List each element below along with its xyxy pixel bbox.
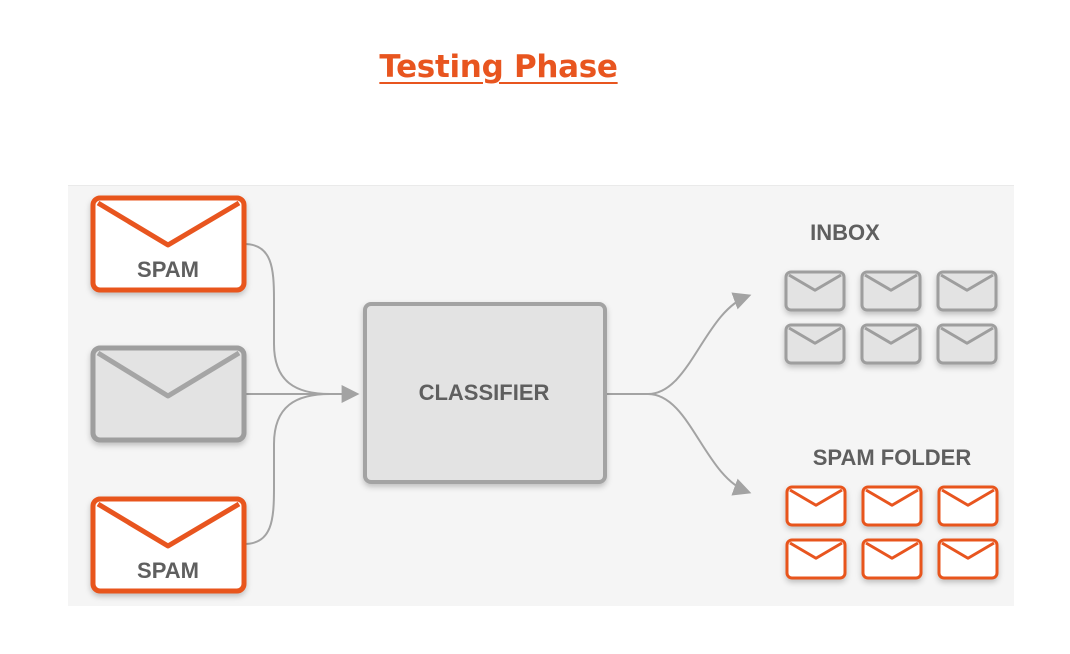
spam-envelope-icon — [785, 485, 847, 527]
inbox-envelope-icon — [860, 323, 922, 365]
input-email-spam-1: SPAM — [90, 195, 247, 293]
classifier-label: CLASSIFIER — [419, 380, 550, 405]
input-email-spam-2: SPAM — [90, 496, 247, 594]
connector-to-inbox-arrow — [606, 292, 752, 395]
spam-folder-label: SPAM FOLDER — [813, 445, 972, 470]
input-email-label: SPAM — [137, 257, 199, 282]
envelope-flap-icon — [96, 501, 241, 549]
inbox-envelope-icon — [936, 323, 998, 365]
spam-folder-grid — [785, 485, 999, 580]
inbox-grid — [784, 270, 998, 365]
page-title: Testing Phase — [379, 49, 618, 85]
inbox-label: INBOX — [810, 220, 880, 245]
spam-envelope-icon — [785, 538, 847, 580]
input-connectors — [243, 243, 360, 545]
spam-envelope-icon — [861, 485, 923, 527]
classifier-box: CLASSIFIER — [363, 302, 607, 484]
spam-envelope-icon — [861, 538, 923, 580]
output-connectors — [606, 292, 752, 496]
inbox-envelope-icon — [860, 270, 922, 312]
input-email-label: SPAM — [137, 558, 199, 583]
envelope-flap-icon — [96, 350, 241, 399]
inbox-envelope-icon — [784, 323, 846, 365]
connector-input-3 — [243, 393, 331, 545]
inbox-envelope-icon — [784, 270, 846, 312]
connector-input-1 — [243, 243, 331, 395]
connector-to-spam-folder-arrow — [647, 393, 752, 496]
spam-envelope-icon — [937, 538, 999, 580]
input-email-unknown — [90, 345, 247, 443]
envelope-flap-icon — [96, 200, 241, 248]
spam-envelope-icon — [937, 485, 999, 527]
inbox-envelope-icon — [936, 270, 998, 312]
